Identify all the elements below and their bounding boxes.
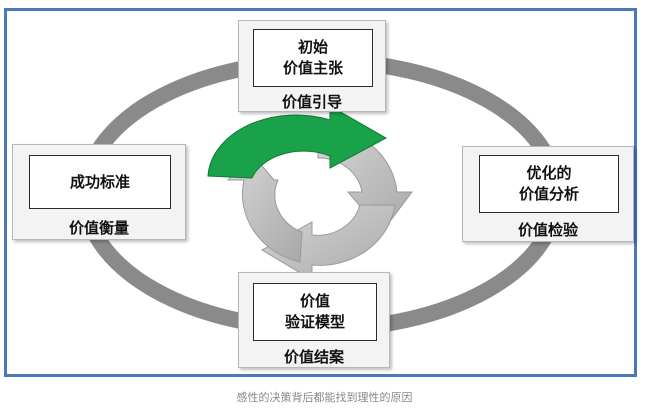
box-value-closure: 价值 验证模型 价值结案 — [238, 272, 390, 368]
text-success-criteria: 成功标准 — [69, 172, 130, 191]
box-value-guidance: 初始 价值主张 价值引导 — [238, 20, 386, 112]
text-value: 价值 — [299, 292, 330, 310]
text-optimized: 优化的 — [526, 164, 572, 182]
text-value-analysis: 价值分析 — [518, 185, 579, 203]
box-inner-success-criteria: 成功标准 — [29, 155, 171, 209]
box-value-verification: 优化的 价值分析 价值检验 — [462, 146, 634, 242]
box-inner-optimized-value-analysis: 优化的 价值分析 — [479, 155, 619, 213]
text-validation-model: 验证模型 — [284, 313, 345, 331]
image-caption: 感性的决策背后都能找到理性的原因 — [236, 391, 413, 404]
cycle-arrow-left — [226, 153, 303, 263]
box-inner-initial-value-proposition: 初始 价值主张 — [253, 29, 373, 87]
label-value-measurement: 价值衡量 — [68, 219, 129, 237]
cycle-arrow-top-green — [207, 105, 388, 179]
label-value-guidance: 价值引导 — [281, 93, 342, 111]
box-value-measurement: 成功标准 价值衡量 — [12, 144, 186, 240]
text-value-proposition: 价值主张 — [282, 59, 343, 77]
label-value-verification: 价值检验 — [517, 221, 578, 239]
box-inner-value-validation-model: 价值 验证模型 — [253, 283, 377, 341]
text-initial: 初始 — [297, 38, 328, 56]
label-value-closure: 价值结案 — [283, 348, 344, 366]
